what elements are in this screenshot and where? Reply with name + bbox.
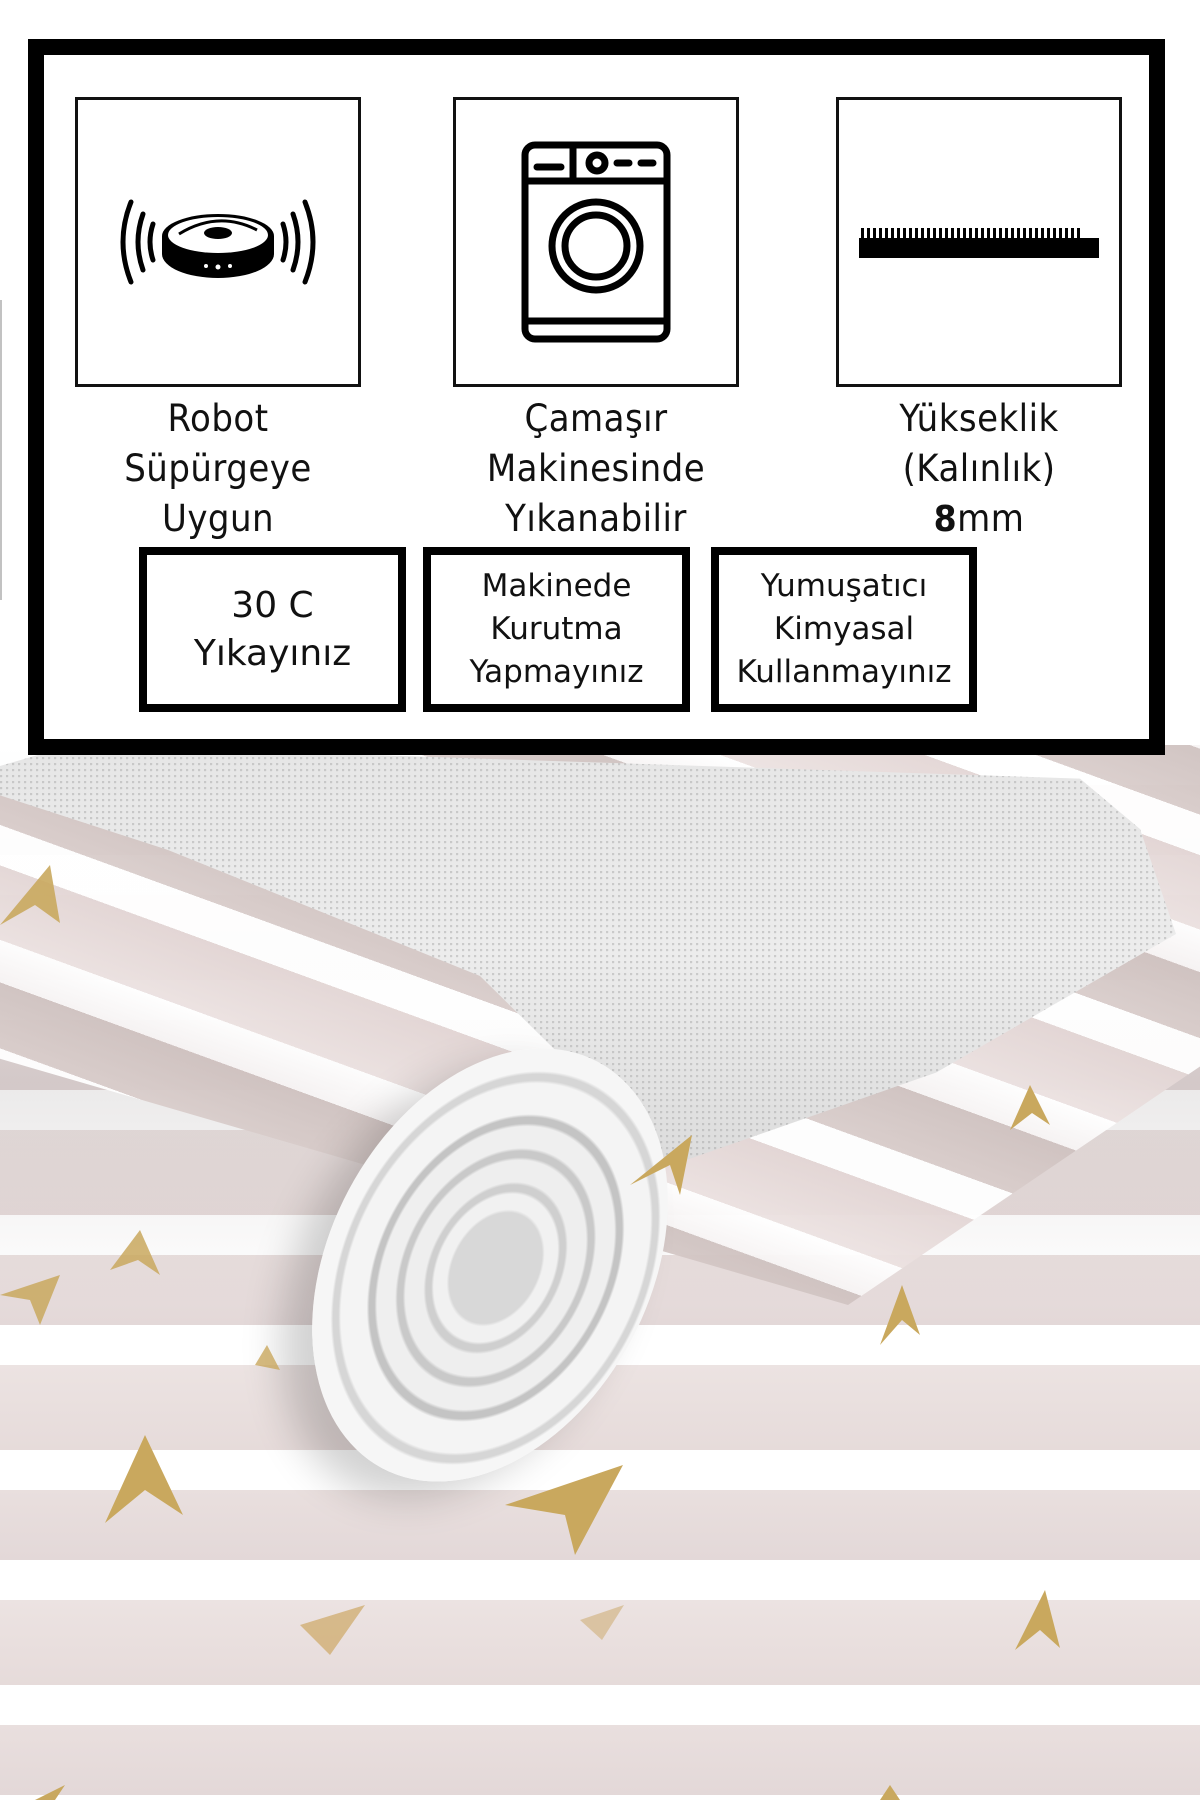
label-line: Yıkanabilir (505, 497, 687, 540)
gold-arrow-icon (35, 1785, 65, 1800)
gold-arrow-icon (300, 1605, 365, 1655)
label-line: Yükseklik (899, 397, 1059, 440)
washing-machine-icon (521, 141, 671, 343)
gold-arrow-icon (255, 1345, 280, 1370)
gold-arrow-icon (580, 1605, 624, 1640)
wash-temperature-box: 30 C Yıkayınız (139, 547, 406, 712)
robot-vacuum-box (75, 97, 361, 387)
rug-product-photo (0, 745, 1200, 1800)
gold-arrow-icon (505, 1465, 623, 1555)
robot-vacuum-icon (120, 199, 316, 285)
gold-arrow-icon (1010, 1085, 1050, 1130)
no-softener-box: Yumuşatıcı Kimyasal Kullanmayınız (711, 547, 977, 712)
instruction-line: 30 C (231, 584, 314, 626)
instruction-line: Makinede (481, 568, 632, 604)
instruction-line: Kullanmayınız (736, 654, 952, 690)
gold-arrow-icon (1015, 1590, 1060, 1650)
instruction-line: Yapmayınız (469, 654, 644, 690)
label-line: Robot (167, 397, 269, 440)
label-line: Çamaşır (524, 397, 668, 440)
robot-vacuum-label: Robot Süpürgeye Uygun (71, 394, 365, 544)
washing-machine-label: Çamaşır Makinesinde Yıkanabilir (449, 394, 743, 544)
washing-machine-box (453, 97, 739, 387)
gold-arrow-icon (630, 1135, 692, 1195)
gold-arrow-icon (0, 865, 60, 925)
instruction-line: Kurutma (490, 611, 623, 647)
instruction-line: Kimyasal (773, 611, 915, 647)
pile-height-icon (859, 228, 1099, 258)
label-line: Uygun (161, 497, 275, 540)
no-tumble-dry-box: Makinede Kurutma Yapmayınız (423, 547, 690, 712)
label-line: Süpürgeye (124, 447, 312, 490)
edge-artifact (0, 300, 2, 600)
label-line: Makinesinde (486, 447, 706, 490)
thickness-number: 8 (933, 499, 958, 540)
care-instructions-panel: Robot Süpürgeye Uygun Çamaşır Makinesind… (28, 39, 1165, 755)
pile-height-box (836, 97, 1122, 387)
thickness-value: 8mm (832, 494, 1126, 545)
pile-height-label: Yükseklik (Kalınlık) 8mm (832, 394, 1126, 545)
instruction-line: Yumuşatıcı (760, 568, 928, 604)
thickness-unit: mm (957, 497, 1025, 540)
gold-arrow-icon (880, 1285, 920, 1345)
gold-arrow-icon (105, 1435, 183, 1523)
instruction-line: Yıkayınız (193, 632, 352, 674)
gold-arrow-icon (0, 1275, 60, 1325)
label-line: (Kalınlık) (902, 447, 1056, 490)
gold-arrow-icon (110, 1230, 160, 1275)
gold-arrow-icon (880, 1785, 900, 1800)
